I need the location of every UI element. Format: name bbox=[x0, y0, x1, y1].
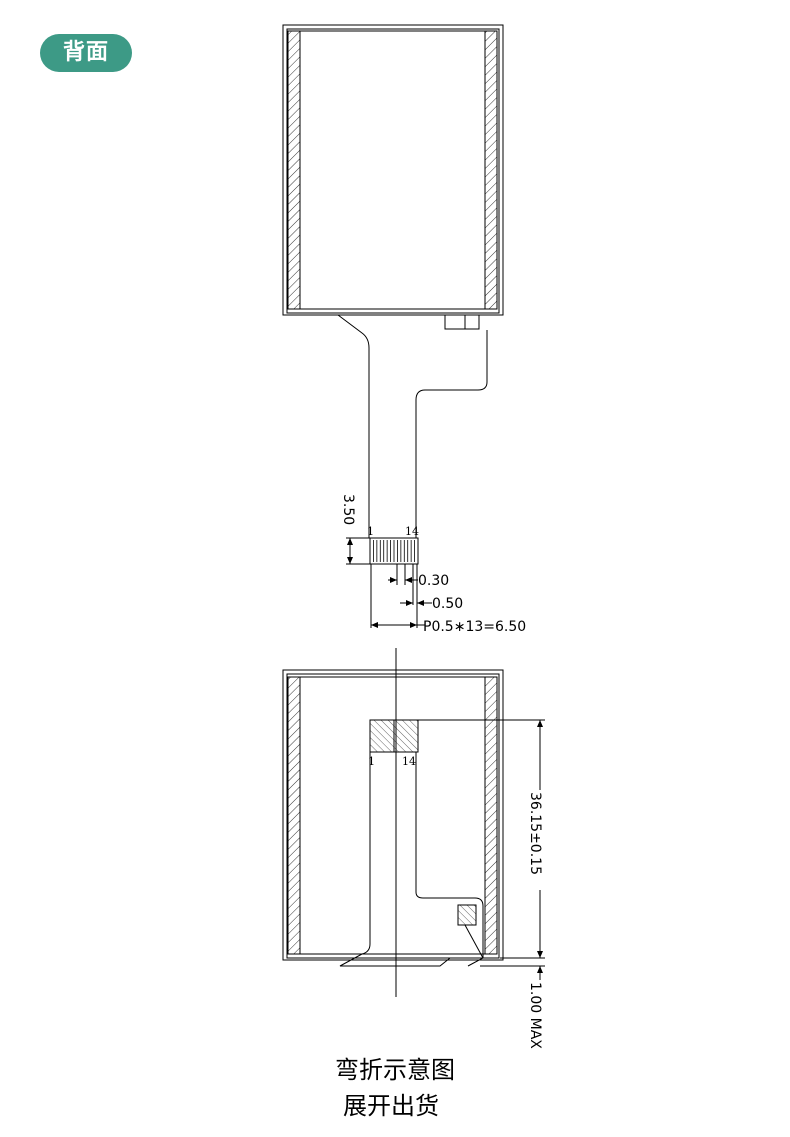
bottom-view: 1 14 36.15±0.15 1.00 MAX bbox=[282, 648, 545, 1049]
top-dim-height: 3.50 bbox=[340, 494, 356, 525]
top-dim-span: P0.5∗13=6.50 bbox=[423, 619, 526, 635]
bottom-pin-first: 1 bbox=[368, 755, 375, 768]
top-fpc-tail bbox=[337, 314, 488, 538]
top-right-hatch bbox=[484, 30, 498, 310]
bottom-pin-last: 14 bbox=[402, 755, 416, 768]
top-view: 1 14 3.50 0.30 0.50 P0.5∗13=6.50 bbox=[282, 24, 526, 635]
bottom-dim-max: 1.00 MAX bbox=[527, 982, 543, 1049]
top-dim-pad-width: 0.30 bbox=[418, 573, 449, 589]
caption-bend-diagram: 弯折示意图 bbox=[335, 1056, 455, 1084]
bottom-left-hatch bbox=[287, 676, 301, 955]
back-side-badge: 背面 bbox=[40, 34, 132, 72]
bottom-fpc-tail bbox=[339, 720, 484, 967]
top-pin-last: 14 bbox=[405, 525, 419, 538]
bottom-dim-length: 36.15±0.15 bbox=[527, 792, 543, 875]
bottom-panel-outline bbox=[282, 669, 504, 961]
caption-unfolded-shipping: 展开出货 bbox=[343, 1092, 439, 1120]
bottom-panel-inner bbox=[286, 673, 500, 959]
top-left-hatch bbox=[287, 30, 301, 310]
top-panel-outline bbox=[282, 24, 504, 316]
top-dim-pitch: 0.50 bbox=[432, 596, 463, 612]
top-panel-inner bbox=[286, 28, 500, 314]
top-pin-first: 1 bbox=[367, 525, 374, 538]
bottom-right-hatch bbox=[484, 676, 498, 955]
bottom-chip bbox=[457, 904, 477, 926]
